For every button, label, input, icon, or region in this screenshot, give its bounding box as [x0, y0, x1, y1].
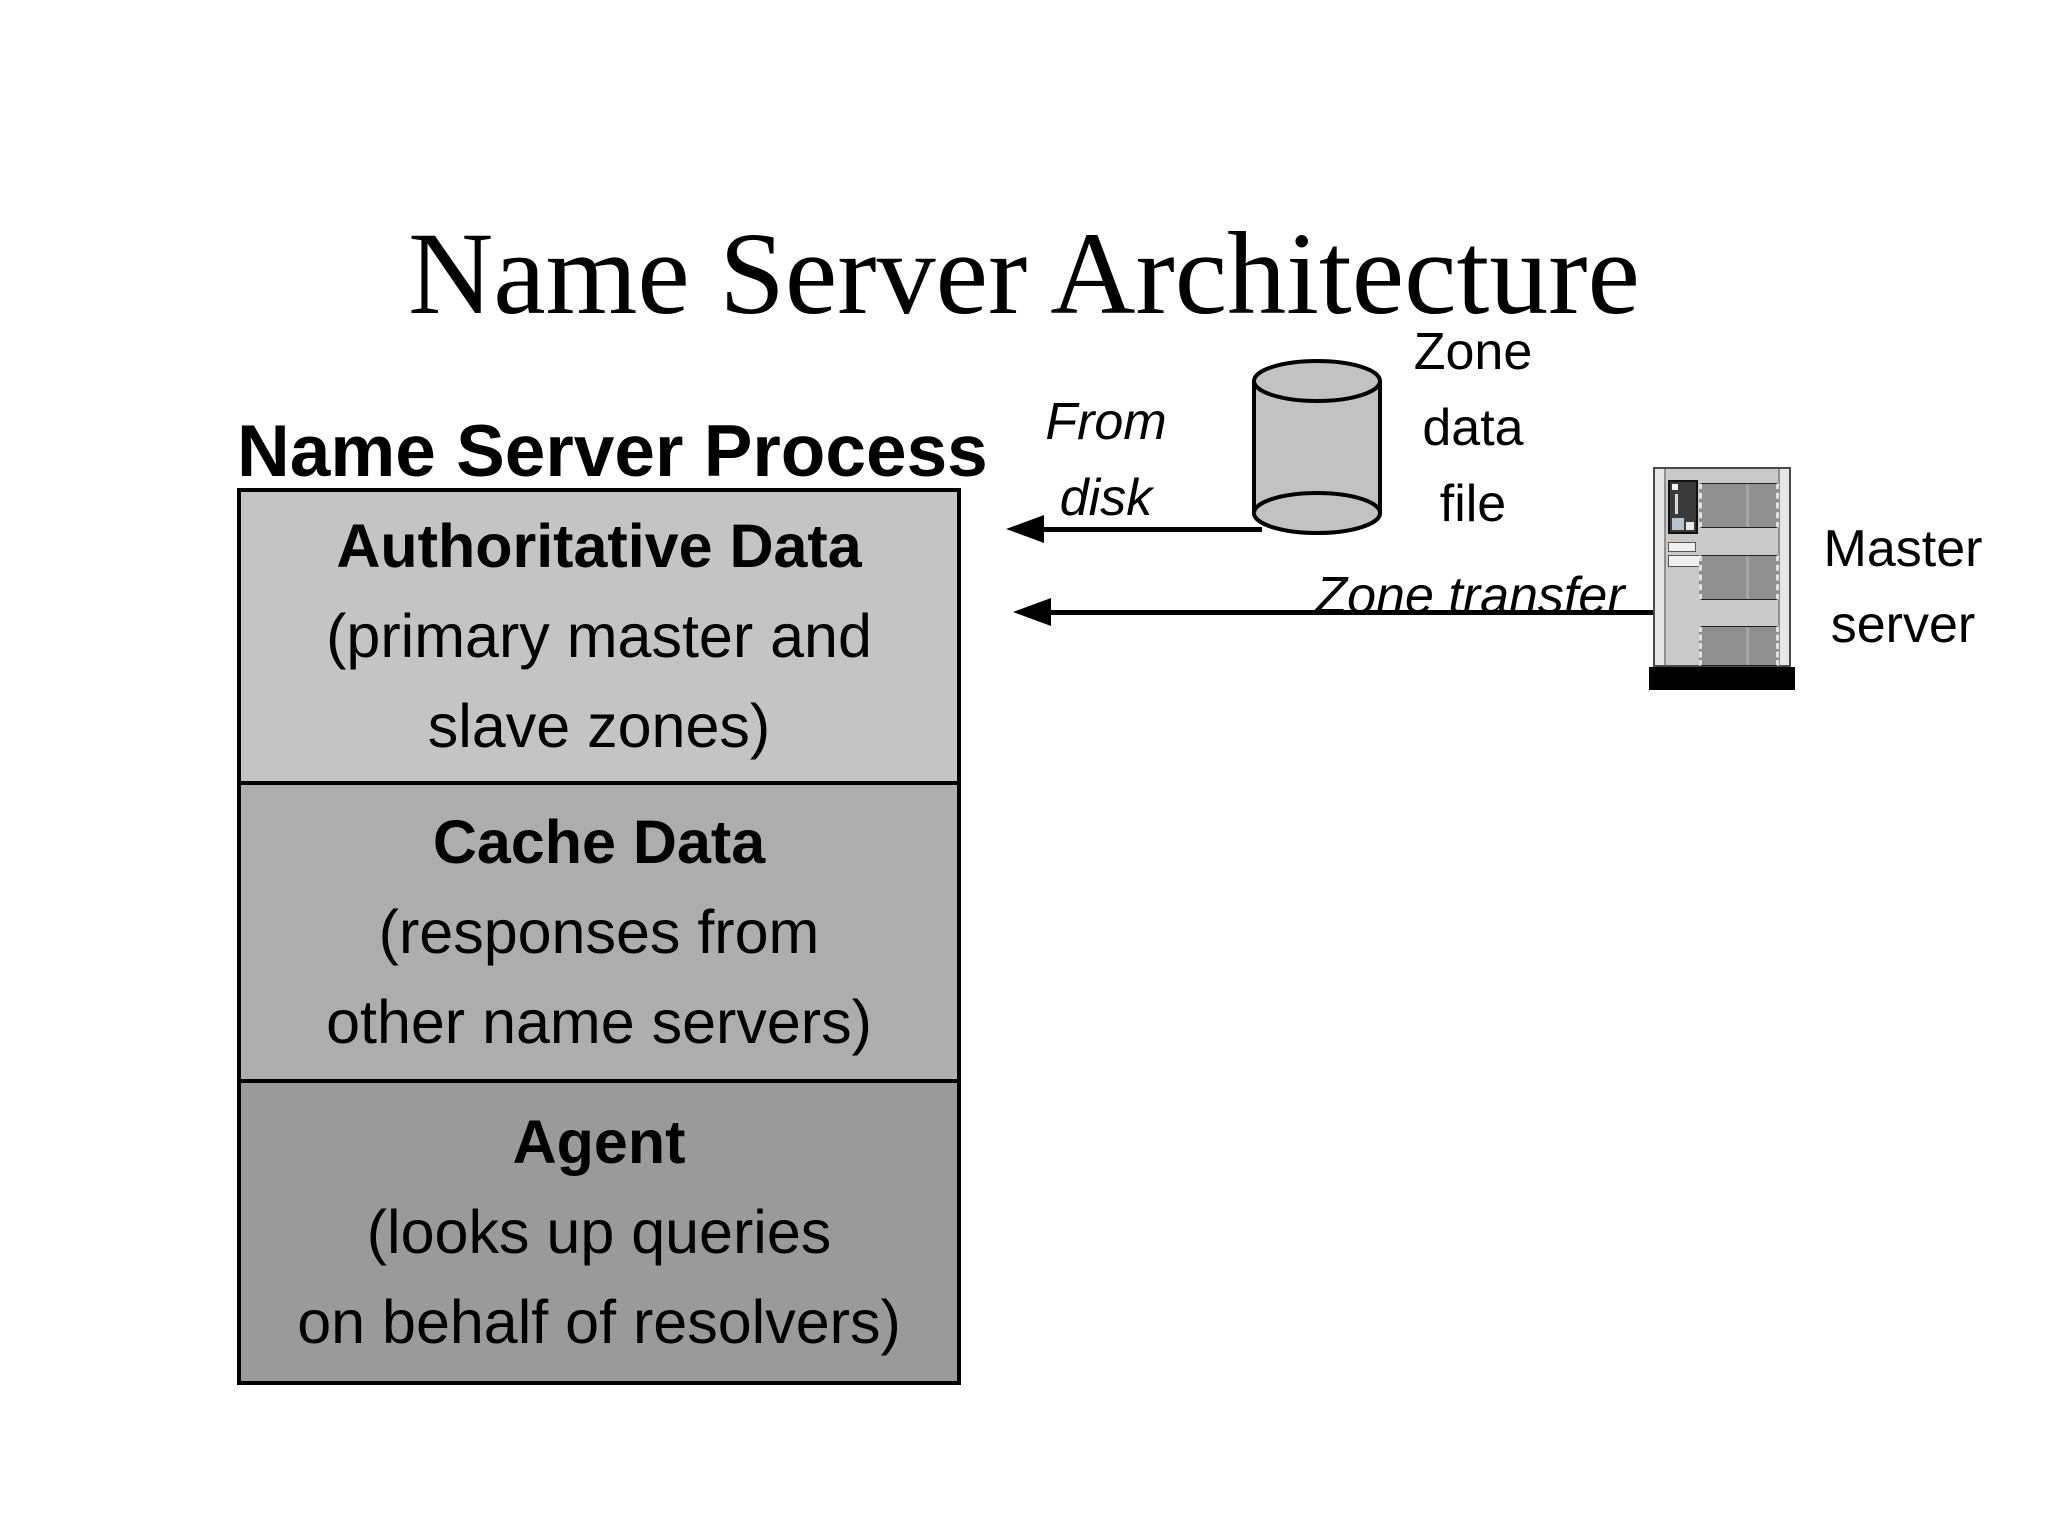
cache-data-line2: other name servers): [326, 988, 872, 1057]
server-panel-block-small: [1686, 522, 1694, 530]
agent-section: Agent (looks up queries on behalf of res…: [241, 1079, 957, 1381]
server-bay-2: [1699, 555, 1779, 600]
server-cabinet: [1653, 467, 1791, 667]
server-panel-block: [1672, 518, 1684, 530]
zone-data-file-label: Zone data file: [1398, 314, 1548, 542]
from-disk-label: From disk: [1026, 384, 1186, 536]
server-bay-3: [1699, 626, 1779, 666]
server-drive-slot-1: [1668, 542, 1696, 552]
server-bay-highlight: [1746, 484, 1750, 527]
zone-transfer-arrowhead-icon: [1013, 598, 1051, 626]
from-disk-arrow-shaft: [1040, 527, 1262, 532]
page-title: Name Server Architecture: [408, 208, 1640, 339]
server-control-panel: [1668, 480, 1698, 534]
zone-data-file-line2: data: [1422, 399, 1524, 457]
from-disk-line1: From: [1045, 393, 1167, 451]
database-cylinder-icon: [1250, 357, 1384, 542]
cache-data-line1: (responses from: [378, 898, 820, 967]
from-disk-line2: disk: [1059, 469, 1153, 527]
server-right-rail: [1778, 469, 1789, 665]
from-disk-arrowhead-icon: [1006, 515, 1044, 543]
master-server-label: Master server: [1808, 511, 1998, 663]
agent-heading: Agent: [512, 1108, 686, 1177]
agent-line1: (looks up queries: [366, 1198, 832, 1267]
cache-data-heading: Cache Data: [432, 808, 766, 877]
server-drive-slot-2: [1668, 555, 1703, 567]
server-panel-bar: [1675, 494, 1678, 514]
cache-data-section: Cache Data (responses from other name se…: [241, 780, 957, 1080]
zone-data-file-line3: file: [1439, 475, 1507, 533]
authoritative-data-section: Authoritative Data (primary master and s…: [241, 492, 957, 781]
server-bay-highlight: [1746, 556, 1750, 599]
master-server-line1: Master: [1823, 520, 1983, 578]
authoritative-data-heading: Authoritative Data: [336, 512, 862, 581]
server-bay-1: [1699, 483, 1779, 528]
master-server-line2: server: [1830, 596, 1976, 654]
agent-line2: on behalf of resolvers): [297, 1288, 901, 1357]
name-server-process-label: Name Server Process: [237, 411, 988, 492]
server-tower-icon: [1649, 467, 1795, 690]
authoritative-data-line2: slave zones): [427, 692, 771, 761]
server-led: [1672, 484, 1678, 490]
zone-transfer-label: Zone transfer: [1315, 567, 1625, 625]
authoritative-data-line1: (primary master and: [326, 602, 872, 671]
zone-transfer-arrow-shaft: [1047, 610, 1655, 615]
server-left-rail: [1655, 469, 1666, 665]
name-server-process-box: Authoritative Data (primary master and s…: [237, 488, 961, 1385]
server-base: [1649, 667, 1795, 690]
zone-data-file-line1: Zone: [1413, 323, 1533, 381]
server-bay-highlight: [1746, 627, 1750, 665]
